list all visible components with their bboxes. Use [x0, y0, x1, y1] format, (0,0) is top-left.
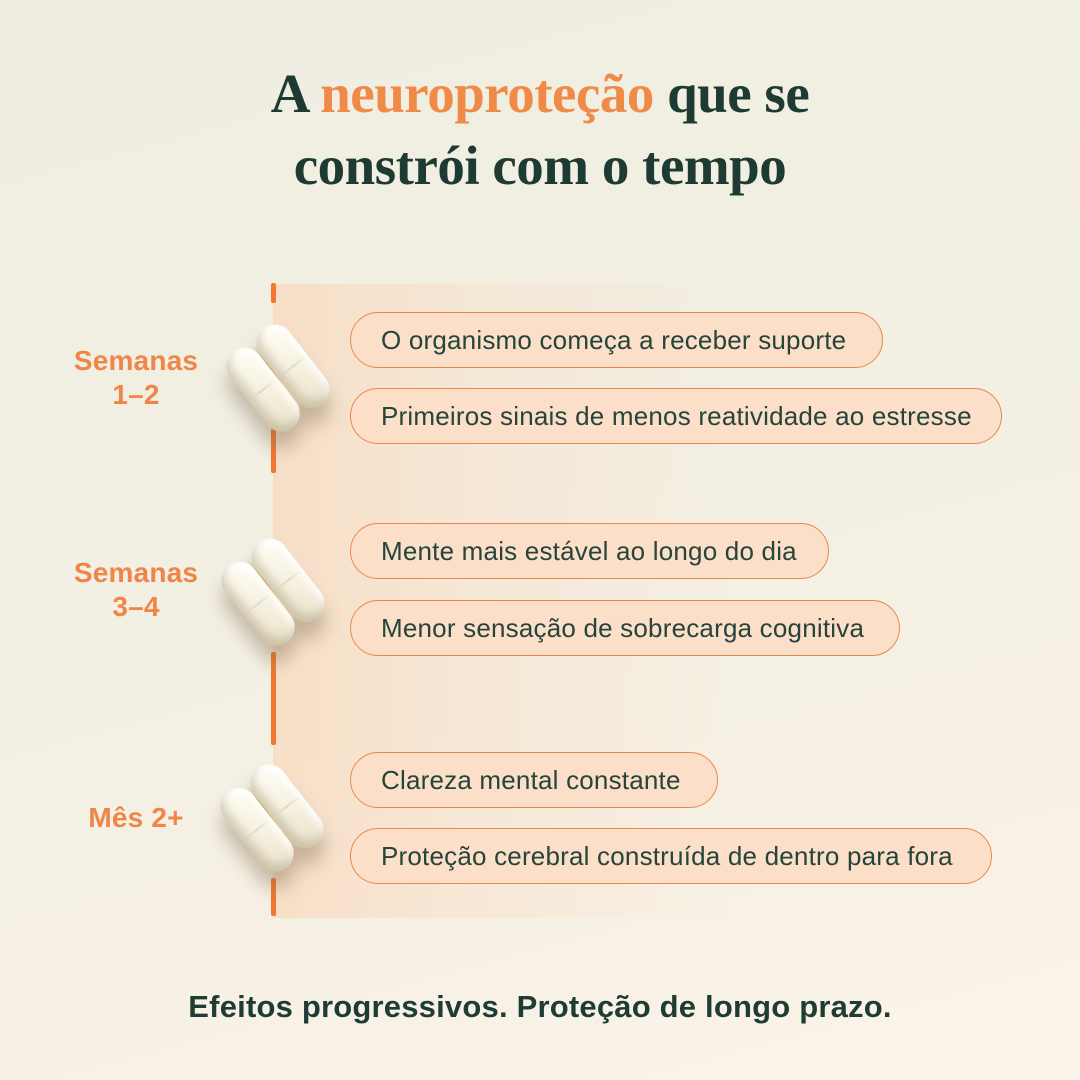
benefit-bubble: Mente mais estável ao longo do dia — [350, 523, 829, 579]
stage-label-line: 1–2 — [112, 379, 160, 410]
stage-label-month-2plus: Mês 2+ — [26, 801, 246, 835]
timeline-dash — [271, 878, 276, 916]
benefit-bubble: Proteção cerebral construída de dentro p… — [350, 828, 992, 884]
timeline-dash — [271, 283, 276, 303]
stage-label-weeks-1-2: Semanas 1–2 — [26, 344, 246, 412]
capsule-pills-icon — [208, 308, 348, 448]
capsule-pills-icon — [203, 522, 343, 662]
benefit-bubble: O organismo começa a receber suporte — [350, 312, 883, 368]
stage-label-line: Mês 2+ — [88, 802, 184, 833]
title-highlight: neuroproteção — [320, 63, 654, 124]
capsule-pair — [218, 317, 338, 439]
capsule-pair — [212, 757, 332, 879]
timeline-dash — [271, 415, 276, 473]
title-line2: constrói com o tempo — [293, 134, 787, 196]
timeline-dash — [271, 652, 276, 745]
title-part2: que se — [653, 63, 810, 124]
benefit-bubble: Primeiros sinais de menos reatividade ao… — [350, 388, 1002, 444]
stage-label-weeks-3-4: Semanas 3–4 — [26, 556, 246, 624]
capsule-pills-icon — [202, 748, 342, 888]
footer-tagline: Efeitos progressivos. Proteção de longo … — [188, 989, 892, 1024]
title-part1: A — [270, 63, 321, 124]
stage-label-line: 3–4 — [112, 591, 160, 622]
capsule-pair — [213, 531, 333, 653]
page-title: A neuroproteção que se constrói com o tem… — [0, 58, 1080, 201]
stage-label-line: Semanas — [73, 345, 199, 376]
benefit-bubble: Clareza mental constante — [350, 752, 718, 808]
benefit-bubble: Menor sensação de sobrecarga cognitiva — [350, 600, 900, 656]
stage-label-line: Semanas — [73, 557, 199, 588]
